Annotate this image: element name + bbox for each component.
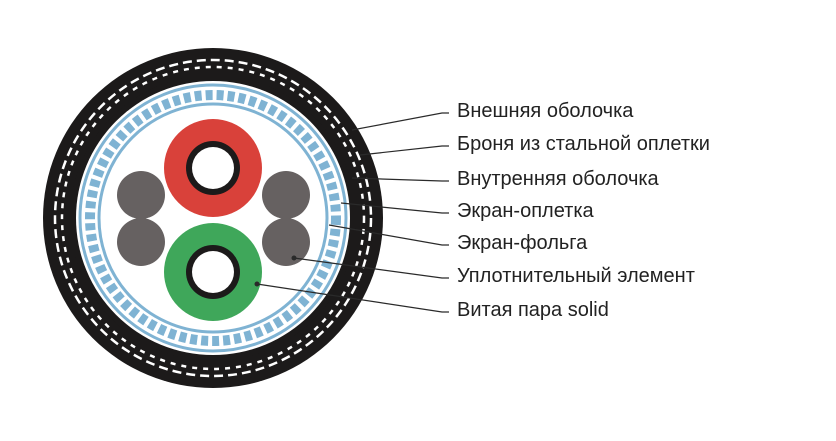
leader-armor (359, 145, 449, 156)
leader-dot-twisted-pair (254, 281, 260, 287)
leader-filler (293, 257, 449, 279)
pair-red-conductor (192, 147, 234, 189)
inner-jacket-edge (76, 81, 350, 355)
filler-bottom-left (117, 218, 165, 266)
leader-outer-jacket (351, 112, 449, 131)
braid-screen (78, 83, 348, 353)
label-outer-jacket: Внешняя оболочка (457, 100, 634, 122)
braid-screen-dashes (85, 90, 341, 346)
label-braid-screen: Экран-оплетка (457, 200, 594, 222)
label-twisted-pair-solid: Витая пара solid (457, 299, 609, 321)
leader-braid (340, 202, 449, 214)
filler-top-right (262, 171, 310, 219)
armor-ring-inner (60, 65, 366, 371)
foil-screen (97, 102, 329, 334)
leader-twisted-pair (256, 283, 449, 313)
label-inner-jacket: Внутренняя оболочка (457, 168, 659, 190)
label-steel-braid-armor: Броня из стальной оплетки (457, 133, 710, 155)
filler-top-left (117, 171, 165, 219)
leader-inner-jacket (351, 177, 449, 182)
pair-green-conductor (192, 251, 234, 293)
filler-bottom-right (262, 218, 310, 266)
label-filler: Уплотнительный элемент (457, 265, 695, 287)
leader-dot-filler (291, 255, 297, 261)
armor-ring-outer (53, 58, 373, 378)
leader-foil (328, 224, 449, 246)
label-foil-screen: Экран-фольга (457, 232, 588, 254)
